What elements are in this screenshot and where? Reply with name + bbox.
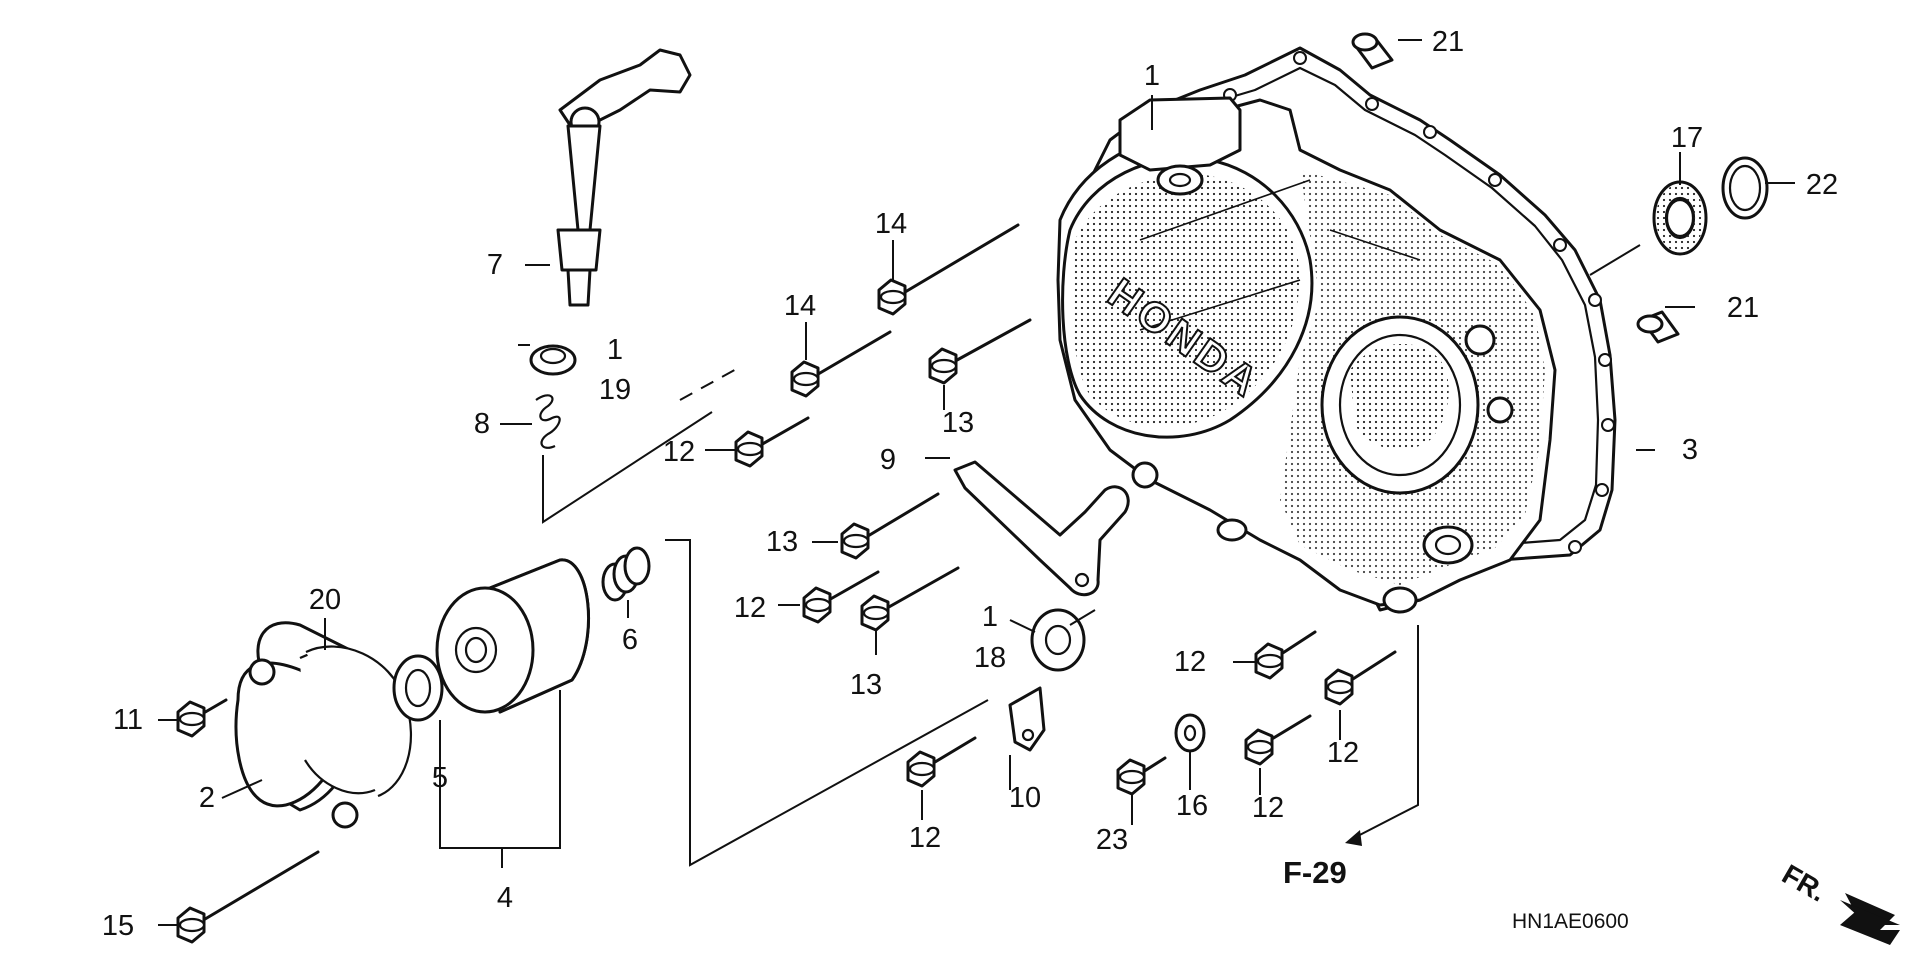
dowel-pin-21-upper: [1351, 32, 1394, 70]
bolt-12-c: [906, 736, 977, 788]
callout-4: 4: [497, 882, 513, 914]
bolt-14-lower: [790, 330, 892, 398]
return-spring-8: [535, 394, 561, 449]
callout-2: 2: [199, 782, 215, 814]
callout-22: 22: [1806, 169, 1838, 201]
callout-numbers: 1 1 1 2 3 4 5 6 7 8 9 10 11 12 12 12 12 …: [102, 26, 1838, 942]
direction-label: FR.: [1777, 858, 1832, 907]
callout-10: 10: [1009, 782, 1041, 814]
washer-16: [1174, 713, 1206, 753]
bolt-12-f: [1244, 714, 1312, 766]
bolt-12-e: [1324, 650, 1397, 706]
bolt-12-a: [734, 416, 810, 468]
callout-6: 6: [622, 624, 638, 656]
bolt-23: [1116, 756, 1167, 796]
oil-filter-element: [435, 558, 590, 714]
bolt-13-lower: [860, 566, 960, 632]
callout-11: 11: [113, 704, 143, 736]
clamp-10: [1008, 686, 1046, 752]
dowel-pin-21-lower: [1636, 310, 1680, 344]
callout-13: 13: [766, 526, 798, 558]
shift-arm-7: [556, 48, 692, 307]
callout-20: 20: [309, 584, 341, 616]
callout-16: 16: [1176, 790, 1208, 822]
callout-14: 14: [784, 290, 816, 322]
snap-ring-22: [1721, 156, 1769, 220]
callout-15: 15: [102, 910, 134, 942]
callout-1: 1: [1144, 60, 1160, 92]
oil-seal-19: [529, 344, 577, 376]
bolt-11: [176, 698, 228, 738]
front-direction-arrow: FR.: [1777, 858, 1900, 945]
bearing-17: [1652, 180, 1708, 256]
bolt-13-upper: [928, 318, 1032, 385]
callout-14: 14: [875, 208, 907, 240]
stay-bracket-9: [953, 460, 1130, 597]
callout-9: 9: [880, 444, 896, 476]
oil-seal-18: [1030, 608, 1086, 672]
callout-12: 12: [734, 592, 766, 624]
bolt-12-b: [802, 570, 880, 624]
callout-12: 12: [1174, 646, 1206, 678]
bolt-15: [176, 850, 320, 944]
diagram-code: HN1AE0600: [1512, 910, 1629, 933]
callout-12: 12: [1252, 792, 1284, 824]
bolt-14-upper: [877, 223, 1020, 316]
callout-12: 12: [1327, 737, 1359, 769]
callout-8: 8: [474, 408, 490, 440]
o-ring-20: [299, 645, 413, 798]
callout-13: 13: [850, 669, 882, 701]
leader-lines: [158, 39, 1795, 926]
callout-13: 13: [942, 407, 974, 439]
o-ring-5: [392, 654, 444, 722]
callout-1: 1: [607, 334, 623, 366]
callout-21: 21: [1727, 292, 1759, 324]
callout-18: 18: [974, 642, 1006, 674]
bolt-13-middle: [840, 492, 940, 560]
callout-5: 5: [432, 762, 448, 794]
spring-6: [601, 546, 651, 602]
bolt-12-d: [1254, 630, 1317, 680]
callout-3: 3: [1682, 434, 1698, 466]
callout-21: 21: [1432, 26, 1464, 58]
callout-12: 12: [663, 436, 695, 468]
callout-17: 17: [1671, 122, 1703, 154]
callout-19: 19: [599, 374, 631, 406]
callout-7: 7: [487, 249, 503, 281]
reference-label: F-29: [1283, 855, 1347, 890]
callout-23: 23: [1096, 824, 1128, 856]
callout-12: 12: [909, 822, 941, 854]
callout-1: 1: [982, 601, 998, 633]
right-crankcase-cover: HONDA: [1056, 46, 1617, 614]
